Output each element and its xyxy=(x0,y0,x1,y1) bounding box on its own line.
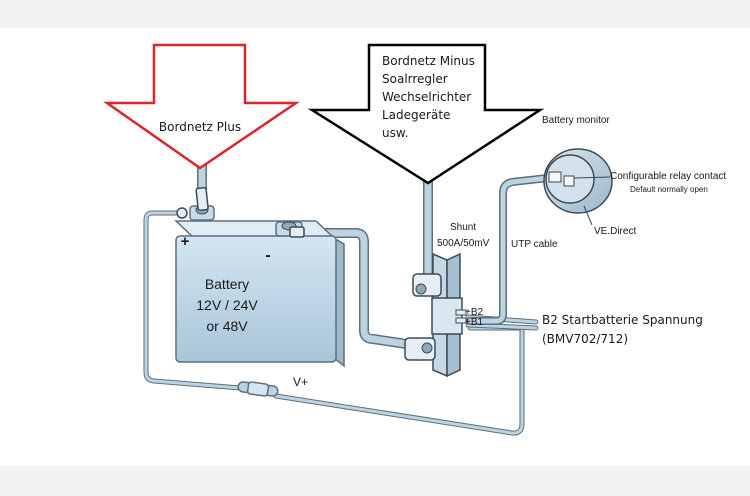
battery-plus-sign: + xyxy=(181,233,190,250)
battery-minus-sign: - xyxy=(265,247,270,264)
battery-monitor-label: Battery monitor xyxy=(542,115,610,126)
bordnetz-minus-arrow: Bordnetz Minus Soalrregler Wechselrichte… xyxy=(307,43,545,185)
b2-note-line-1: B2 Startbatterie Spannung xyxy=(542,313,703,327)
vplus-ring-lug xyxy=(176,207,188,219)
shunt-label-line-1: Shunt xyxy=(450,222,476,233)
battery-monitor: Battery monitor Configurable relay conta… xyxy=(542,115,726,237)
shunt-b2-label: +B2 xyxy=(465,307,484,318)
battery-label-line-3: or 48V xyxy=(206,318,248,334)
bordnetz-minus-arrow-shape xyxy=(307,43,545,185)
vplus-fuse xyxy=(237,381,279,397)
bordnetz-minus-line-1: Bordnetz Minus xyxy=(382,54,475,68)
vedirect-label: VE.Direct xyxy=(594,226,636,237)
vplus-label: V+ xyxy=(293,375,308,389)
utp-cable xyxy=(466,174,552,325)
battery-minus-terminal xyxy=(275,221,305,238)
vplus-wire xyxy=(144,211,524,435)
shunt-b1-label: +B1 xyxy=(465,317,484,328)
bordnetz-plus-arrow: Bordnetz Plus xyxy=(103,43,301,170)
bordnetz-plus-label: Bordnetz Plus xyxy=(159,120,241,134)
b2-note-line-2: (BMV702/712) xyxy=(542,332,628,346)
bordnetz-minus-line-2: Soalrregler xyxy=(382,72,448,86)
shunt: +B2 +B1 Shunt 500A/50mV xyxy=(404,222,490,378)
battery-label-line-1: Battery xyxy=(205,276,249,292)
battery: + - Battery 12V / 24V or 48V xyxy=(174,186,345,368)
shunt-label-line-2: 500A/50mV xyxy=(437,238,490,249)
utp-cable-label: UTP cable xyxy=(511,239,558,250)
bordnetz-minus-line-3: Wechselrichter xyxy=(382,90,471,104)
relay-contact-label: Configurable relay contact xyxy=(610,171,726,182)
battery-label-line-2: 12V / 24V xyxy=(196,297,258,313)
diagram-canvas: + - Battery 12V / 24V or 48V +B2 +B1 Shu… xyxy=(0,28,750,466)
bordnetz-plus-arrow-shape xyxy=(103,43,301,170)
bordnetz-minus-line-5: usw. xyxy=(382,126,408,140)
bordnetz-minus-line-4: Ladegeräte xyxy=(382,108,450,122)
b1-wire xyxy=(466,323,538,330)
battery-plus-terminal xyxy=(189,186,215,221)
relay-default-label: Default normally open xyxy=(630,185,708,194)
